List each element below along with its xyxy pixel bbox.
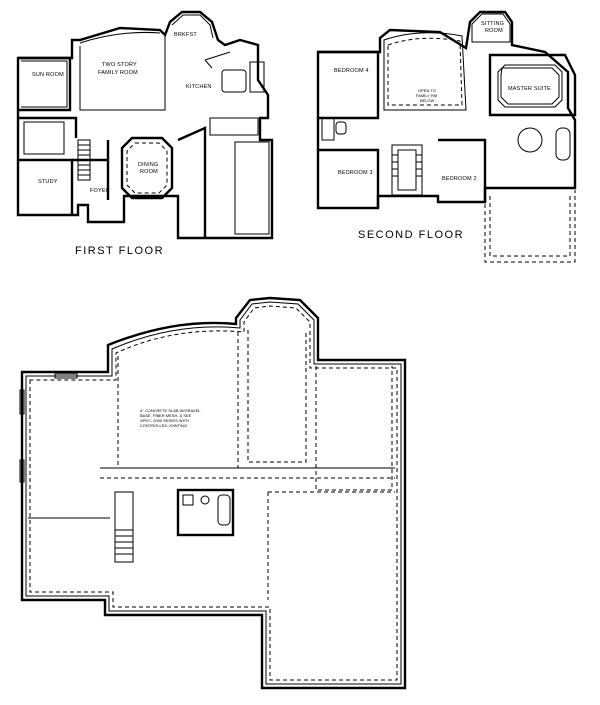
room-label-dining-line1: DINING <box>138 162 158 168</box>
room-label-brkfst: BRKFST <box>174 32 197 38</box>
room-label-open-below-line2: FAMILY RM <box>416 93 437 98</box>
room-label-kitchen: KITCHEN <box>186 84 212 90</box>
room-label-open-below-line1: OPEN TO <box>418 88 436 93</box>
basement-note-line2: BASE, FIBER MESH, & SEE <box>140 413 192 418</box>
first-floor-plan: SUN ROOM TWO STORY FAMILY ROOM BRKFST KI… <box>16 10 274 257</box>
second-floor-plan: SITTING ROOM BEDROOM 4 OPEN TO FAMILY RM… <box>316 10 577 263</box>
room-label-bedroom-4: BEDROOM 4 <box>334 68 369 74</box>
room-label-bedroom-3: BEDROOM 3 <box>338 170 373 176</box>
basement-note-line4: CONTROLLED JOINTING <box>140 423 187 428</box>
room-label-foyer: FOYER <box>90 188 110 194</box>
room-label-family-room-line2: FAMILY ROOM <box>98 70 138 76</box>
room-label-bedroom-2: BEDROOM 2 <box>442 176 477 182</box>
room-label-family-room-line1: TWO STORY <box>102 62 137 68</box>
room-label-sitting-line2: ROOM <box>485 28 503 34</box>
basement-note-line3: SPEC. 2000 SERIES WITH <box>140 418 189 423</box>
room-label-sun-room: SUN ROOM <box>32 72 64 78</box>
second-floor-title: SECOND FLOOR <box>358 229 464 241</box>
room-label-study: STUDY <box>38 179 58 185</box>
basement-plan: 4" CONCRETE SLAB W/GRAVEL BASE, FIBER ME… <box>19 296 407 690</box>
room-label-master-suite: MASTER SUITE <box>508 86 551 92</box>
room-label-open-below-line3: BELOW <box>420 98 435 103</box>
room-label-dining-line2: ROOM <box>140 169 158 175</box>
first-floor-title: FIRST FLOOR <box>75 245 164 257</box>
room-label-sitting-line1: SITTING <box>481 21 504 27</box>
basement-note-line1: 4" CONCRETE SLAB W/GRAVEL <box>140 408 201 413</box>
